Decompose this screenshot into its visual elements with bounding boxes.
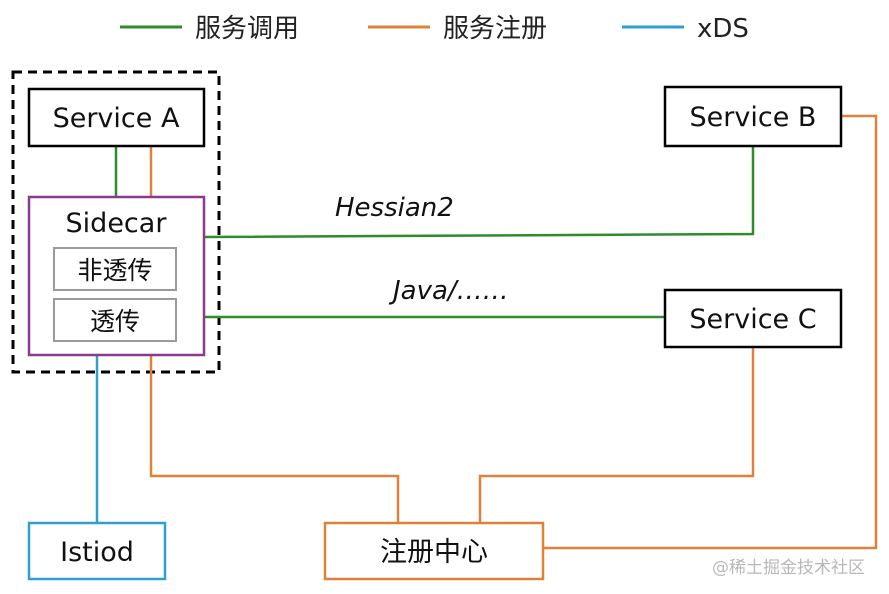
registry-label: 注册中心	[380, 537, 488, 568]
service-b-node: Service B	[663, 85, 843, 148]
service-c-label: Service C	[689, 304, 816, 335]
register-line-sidecar-registry	[149, 355, 400, 523]
service-a-label: Service A	[53, 103, 180, 134]
service-a-node: Service A	[27, 87, 206, 148]
istiod-node: Istiod	[27, 521, 167, 581]
sidecar-label: Sidecar	[66, 208, 168, 239]
legend: 服务调用 服务注册 xDS	[120, 14, 749, 44]
sidecar-node: Sidecar 非透传 透传	[27, 195, 206, 357]
passthrough-box	[53, 298, 177, 342]
registry-node: 注册中心	[323, 521, 545, 581]
legend-register-label: 服务注册	[443, 14, 547, 44]
watermark: @稀土掘金技术社区	[712, 558, 865, 578]
edge-label-java: Java/……	[388, 276, 509, 306]
istiod-label: Istiod	[60, 537, 134, 568]
edge-label-hessian2: Hessian2	[335, 193, 454, 223]
legend-xds-label: xDS	[697, 14, 749, 44]
legend-call-label: 服务调用	[195, 14, 299, 44]
register-line-service-c-registry	[478, 347, 755, 523]
service-c-node: Service C	[663, 288, 843, 349]
pod-boundary	[11, 70, 221, 374]
passthrough-label: 透传	[90, 307, 140, 336]
register-line-service-b-registry	[543, 114, 878, 550]
call-line-sidecar-service-b	[203, 146, 755, 239]
service-b-label: Service B	[690, 102, 817, 133]
non-passthrough-box	[53, 247, 177, 291]
non-passthrough-label: 非透传	[77, 256, 152, 285]
